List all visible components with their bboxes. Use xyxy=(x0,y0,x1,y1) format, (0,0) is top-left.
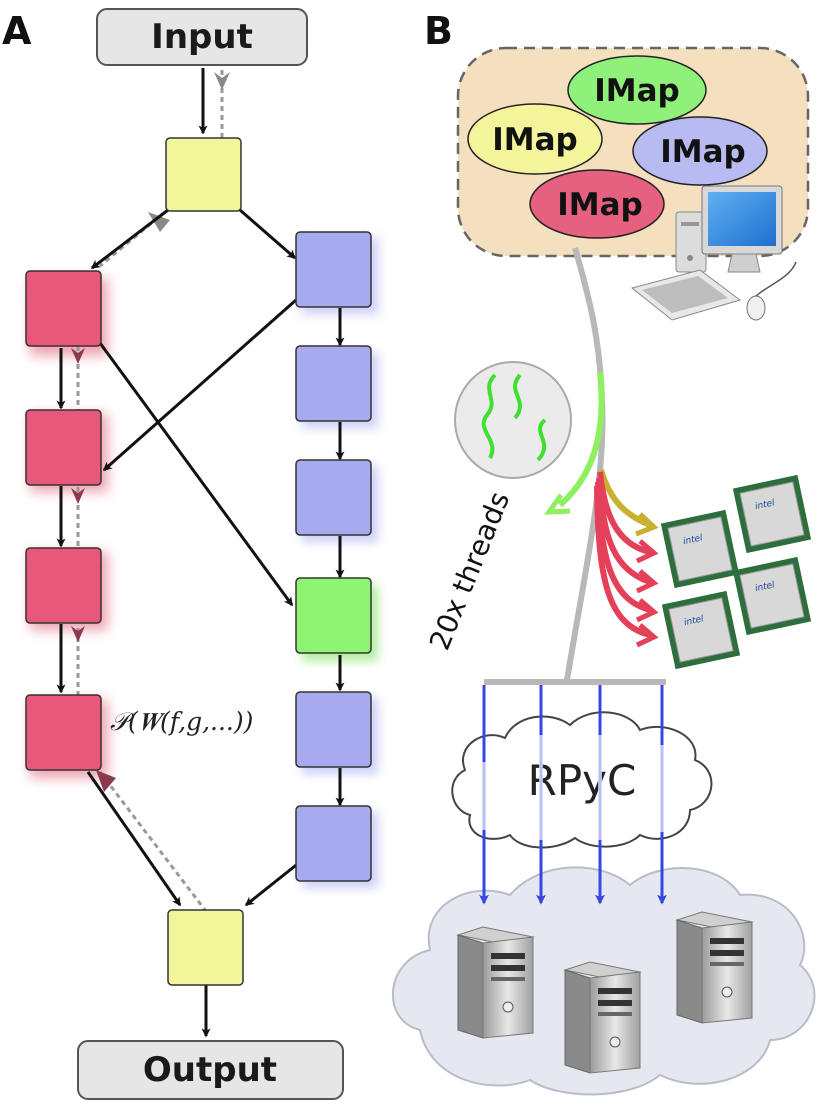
svg-text:intel: intel xyxy=(754,580,776,594)
server-icon xyxy=(675,911,754,1024)
threads-label: 20x threads xyxy=(423,487,516,655)
process-trunk xyxy=(564,247,606,682)
node-blue-3 xyxy=(295,459,372,536)
cpu-icon: intel xyxy=(660,509,740,589)
imap-label-blue: IMap xyxy=(660,134,746,170)
thread-pool-icon xyxy=(454,361,572,479)
node-red-3 xyxy=(25,547,102,624)
rpyc-cloud xyxy=(451,711,713,849)
rpyc-label: RPyC xyxy=(528,756,637,805)
flow-nodes xyxy=(25,137,372,986)
node-red-4 xyxy=(25,694,102,771)
imap-ellipse-yellow: IMap xyxy=(467,103,603,175)
thread-arrows xyxy=(544,371,659,648)
node-green xyxy=(295,577,372,654)
output-box: Output xyxy=(77,1040,344,1100)
desktop-computer-icon xyxy=(630,185,797,321)
cpu-chips: intel intel intel intel xyxy=(660,474,812,670)
svg-text:intel: intel xyxy=(682,533,704,547)
node-red-2 xyxy=(25,409,102,486)
node-blue-5 xyxy=(295,805,372,882)
imap-label-yellow: IMap xyxy=(492,122,578,158)
server-icon xyxy=(563,961,642,1074)
panel-b-label: B xyxy=(424,9,453,53)
node-blue-1 xyxy=(295,231,372,308)
formula-label: 𝒫(𝑾(f,g,...)) xyxy=(110,707,253,736)
rpc-arrows-fade xyxy=(482,735,664,840)
provenance-chevrons xyxy=(71,72,230,792)
flow-arrows xyxy=(56,68,345,1038)
cpu-icon: intel xyxy=(661,590,741,670)
node-blue-4 xyxy=(295,691,372,768)
imap-label-green: IMap xyxy=(594,73,680,109)
imap-label-red: IMap xyxy=(557,187,643,223)
panel-a-label: A xyxy=(2,9,32,53)
input-label: Input xyxy=(151,17,253,57)
svg-text:intel: intel xyxy=(683,614,705,628)
output-label: Output xyxy=(143,1050,277,1090)
node-yellow-bottom xyxy=(167,909,244,986)
cpu-icon: intel xyxy=(732,556,812,636)
cpu-icon: intel xyxy=(732,474,812,554)
svg-text:intel: intel xyxy=(754,498,776,512)
input-box: Input xyxy=(96,8,308,66)
imap-ellipse-blue: IMap xyxy=(632,116,768,186)
node-red-1 xyxy=(25,270,102,347)
node-yellow-top xyxy=(165,137,242,212)
node-blue-2 xyxy=(295,345,372,422)
server-icon xyxy=(456,926,535,1039)
imap-ellipse-red: IMap xyxy=(529,169,665,239)
imap-ellipse-green: IMap xyxy=(567,55,707,125)
